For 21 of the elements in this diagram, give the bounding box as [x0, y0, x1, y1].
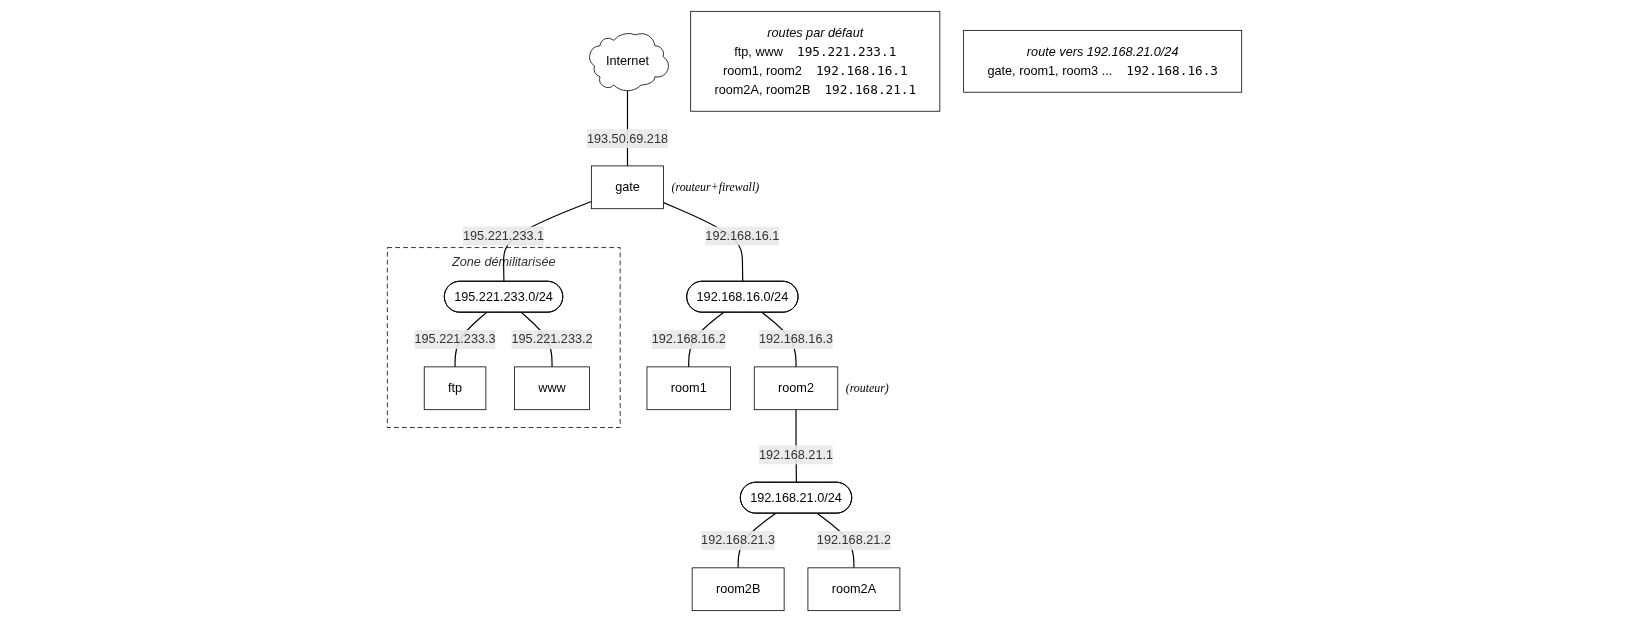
- node-box: gate: [591, 165, 665, 210]
- edge-label: 192.168.16.2: [652, 332, 727, 346]
- node-box: www: [514, 366, 591, 411]
- node-box: room2B: [692, 567, 785, 612]
- node-box: ftp: [424, 366, 487, 411]
- node-box: room2A: [808, 567, 901, 612]
- edge-label: 192.168.16.3: [759, 332, 834, 346]
- edge-label: 192.168.16.1: [705, 228, 780, 243]
- node-box: room2: [754, 366, 839, 411]
- edge-label: 195.221.233.1: [463, 228, 545, 243]
- node-box: room1: [647, 366, 732, 411]
- edge-label: 192.168.21.3: [701, 533, 776, 547]
- node-label: (routeur): [846, 381, 890, 396]
- node-box: routes par défaut ftp, www 195.221.233.1 room1, room2 192.168.16.1 room2A, room2B 192.168.21.1: [690, 10, 941, 112]
- edge-label: 193.50.69.218: [587, 131, 669, 145]
- edge-label: 195.221.233.3: [414, 332, 497, 346]
- node-label: (routeur+firewall): [672, 180, 760, 195]
- edge-label: 192.168.21.2: [817, 533, 892, 547]
- node-box: route vers 192.168.21.0/24 gate, room1, room3 ... 192.168.16.3: [963, 29, 1243, 93]
- edge-label: 192.168.21.1: [759, 447, 834, 462]
- edge-label: 195.221.233.2: [511, 332, 594, 346]
